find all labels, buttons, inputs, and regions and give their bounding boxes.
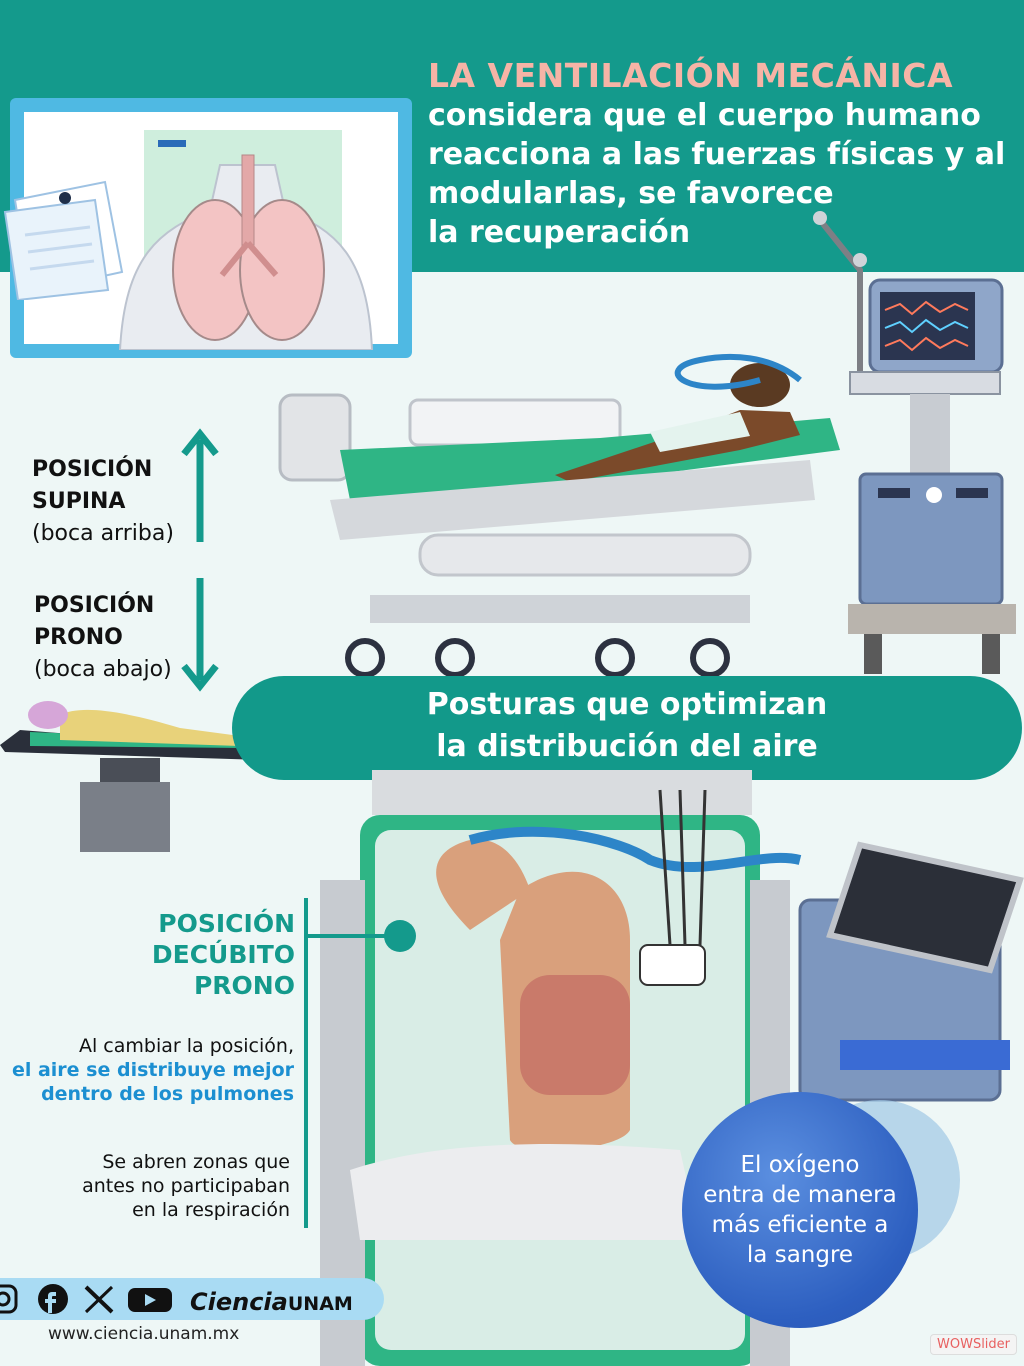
social-icons	[0, 1284, 172, 1314]
facebook-icon[interactable]	[38, 1284, 68, 1314]
decubito-paragraph-1: Al cambiar la posición, el aire se distr…	[4, 1034, 294, 1106]
slider-watermark: WOWSlider	[930, 1334, 1018, 1355]
headline-title: LA VENTILACIÓN MECÁNICA	[428, 56, 954, 95]
oxygen-line-1: El oxígeno	[740, 1152, 860, 1178]
oxygen-bubble: El oxígeno entra de manera más eficiente…	[682, 1092, 918, 1328]
decubito-line-3: PRONO	[193, 971, 295, 1000]
instagram-icon[interactable]	[0, 1284, 18, 1314]
oxygen-line-3: más eficiente a	[711, 1212, 889, 1238]
notes-paper-icon	[3, 180, 124, 300]
decubito-title: POSICIÓN DECÚBITO PRONO	[120, 908, 295, 1001]
headline-line-2: reacciona a las fuerzas físicas y al	[428, 137, 1006, 172]
supina-line-1: POSICIÓN	[32, 457, 153, 482]
brand-name: Ciencia	[190, 1288, 288, 1316]
label-supina: POSICIÓN SUPINA (boca arriba)	[32, 454, 174, 550]
headline-line-3: modularlas, se favorece	[428, 176, 834, 211]
brand-suffix: UNAM	[287, 1293, 353, 1315]
hospital-bed-supine-illustration	[278, 353, 840, 678]
decubito-connector	[304, 898, 416, 1228]
decubito-paragraph-2: Se abren zonas que antes no participaban…	[0, 1150, 290, 1222]
prono-line-2: PRONO	[34, 625, 123, 650]
decubito-line-2: DECÚBITO	[151, 940, 295, 969]
supina-sub: (boca arriba)	[32, 521, 174, 546]
headline: LA VENTILACIÓN MECÁNICA considera que el…	[428, 56, 1008, 252]
para1-highlight-2: dentro de los pulmones	[41, 1083, 294, 1105]
para1-line-1: Al cambiar la posición,	[78, 1035, 294, 1057]
center-banner: Posturas que optimizan la distribución d…	[232, 676, 1022, 780]
prone-patient-illustration	[320, 770, 1024, 1366]
ventilator-illustration	[813, 211, 1016, 674]
para1-highlight-1: el aire se distribuye mejor	[11, 1059, 294, 1081]
arrow-up-icon	[181, 428, 219, 542]
prono-line-1: POSICIÓN	[34, 593, 155, 618]
arrow-down-icon	[181, 578, 219, 692]
x-icon[interactable]	[84, 1285, 114, 1314]
site-url[interactable]: www.ciencia.unam.mx	[48, 1324, 240, 1344]
position-arrows	[181, 428, 219, 692]
supina-line-2: SUPINA	[32, 489, 126, 514]
prone-table-illustration	[0, 701, 275, 852]
para2-line-3: en la respiración	[132, 1199, 290, 1221]
headline-line-1: considera que el cuerpo humano	[428, 98, 981, 133]
headline-line-4: la recuperación	[428, 215, 691, 250]
oxygen-line-2: entra de manera	[703, 1182, 897, 1208]
label-prono: POSICIÓN PRONO (boca abajo)	[34, 590, 172, 686]
para2-line-2: antes no participaban	[82, 1175, 290, 1197]
banner-line-2: la distribución del aire	[436, 729, 818, 764]
para2-line-1: Se abren zonas que	[102, 1151, 290, 1173]
chest-lungs-illustration	[118, 140, 374, 350]
brand-logo: CienciaUNAM	[190, 1288, 353, 1316]
youtube-icon[interactable]	[128, 1288, 172, 1312]
oxygen-line-4: la sangre	[746, 1242, 854, 1268]
decubito-line-1: POSICIÓN	[158, 909, 295, 938]
prono-sub: (boca abajo)	[34, 657, 172, 682]
banner-line-1: Posturas que optimizan	[426, 687, 828, 722]
